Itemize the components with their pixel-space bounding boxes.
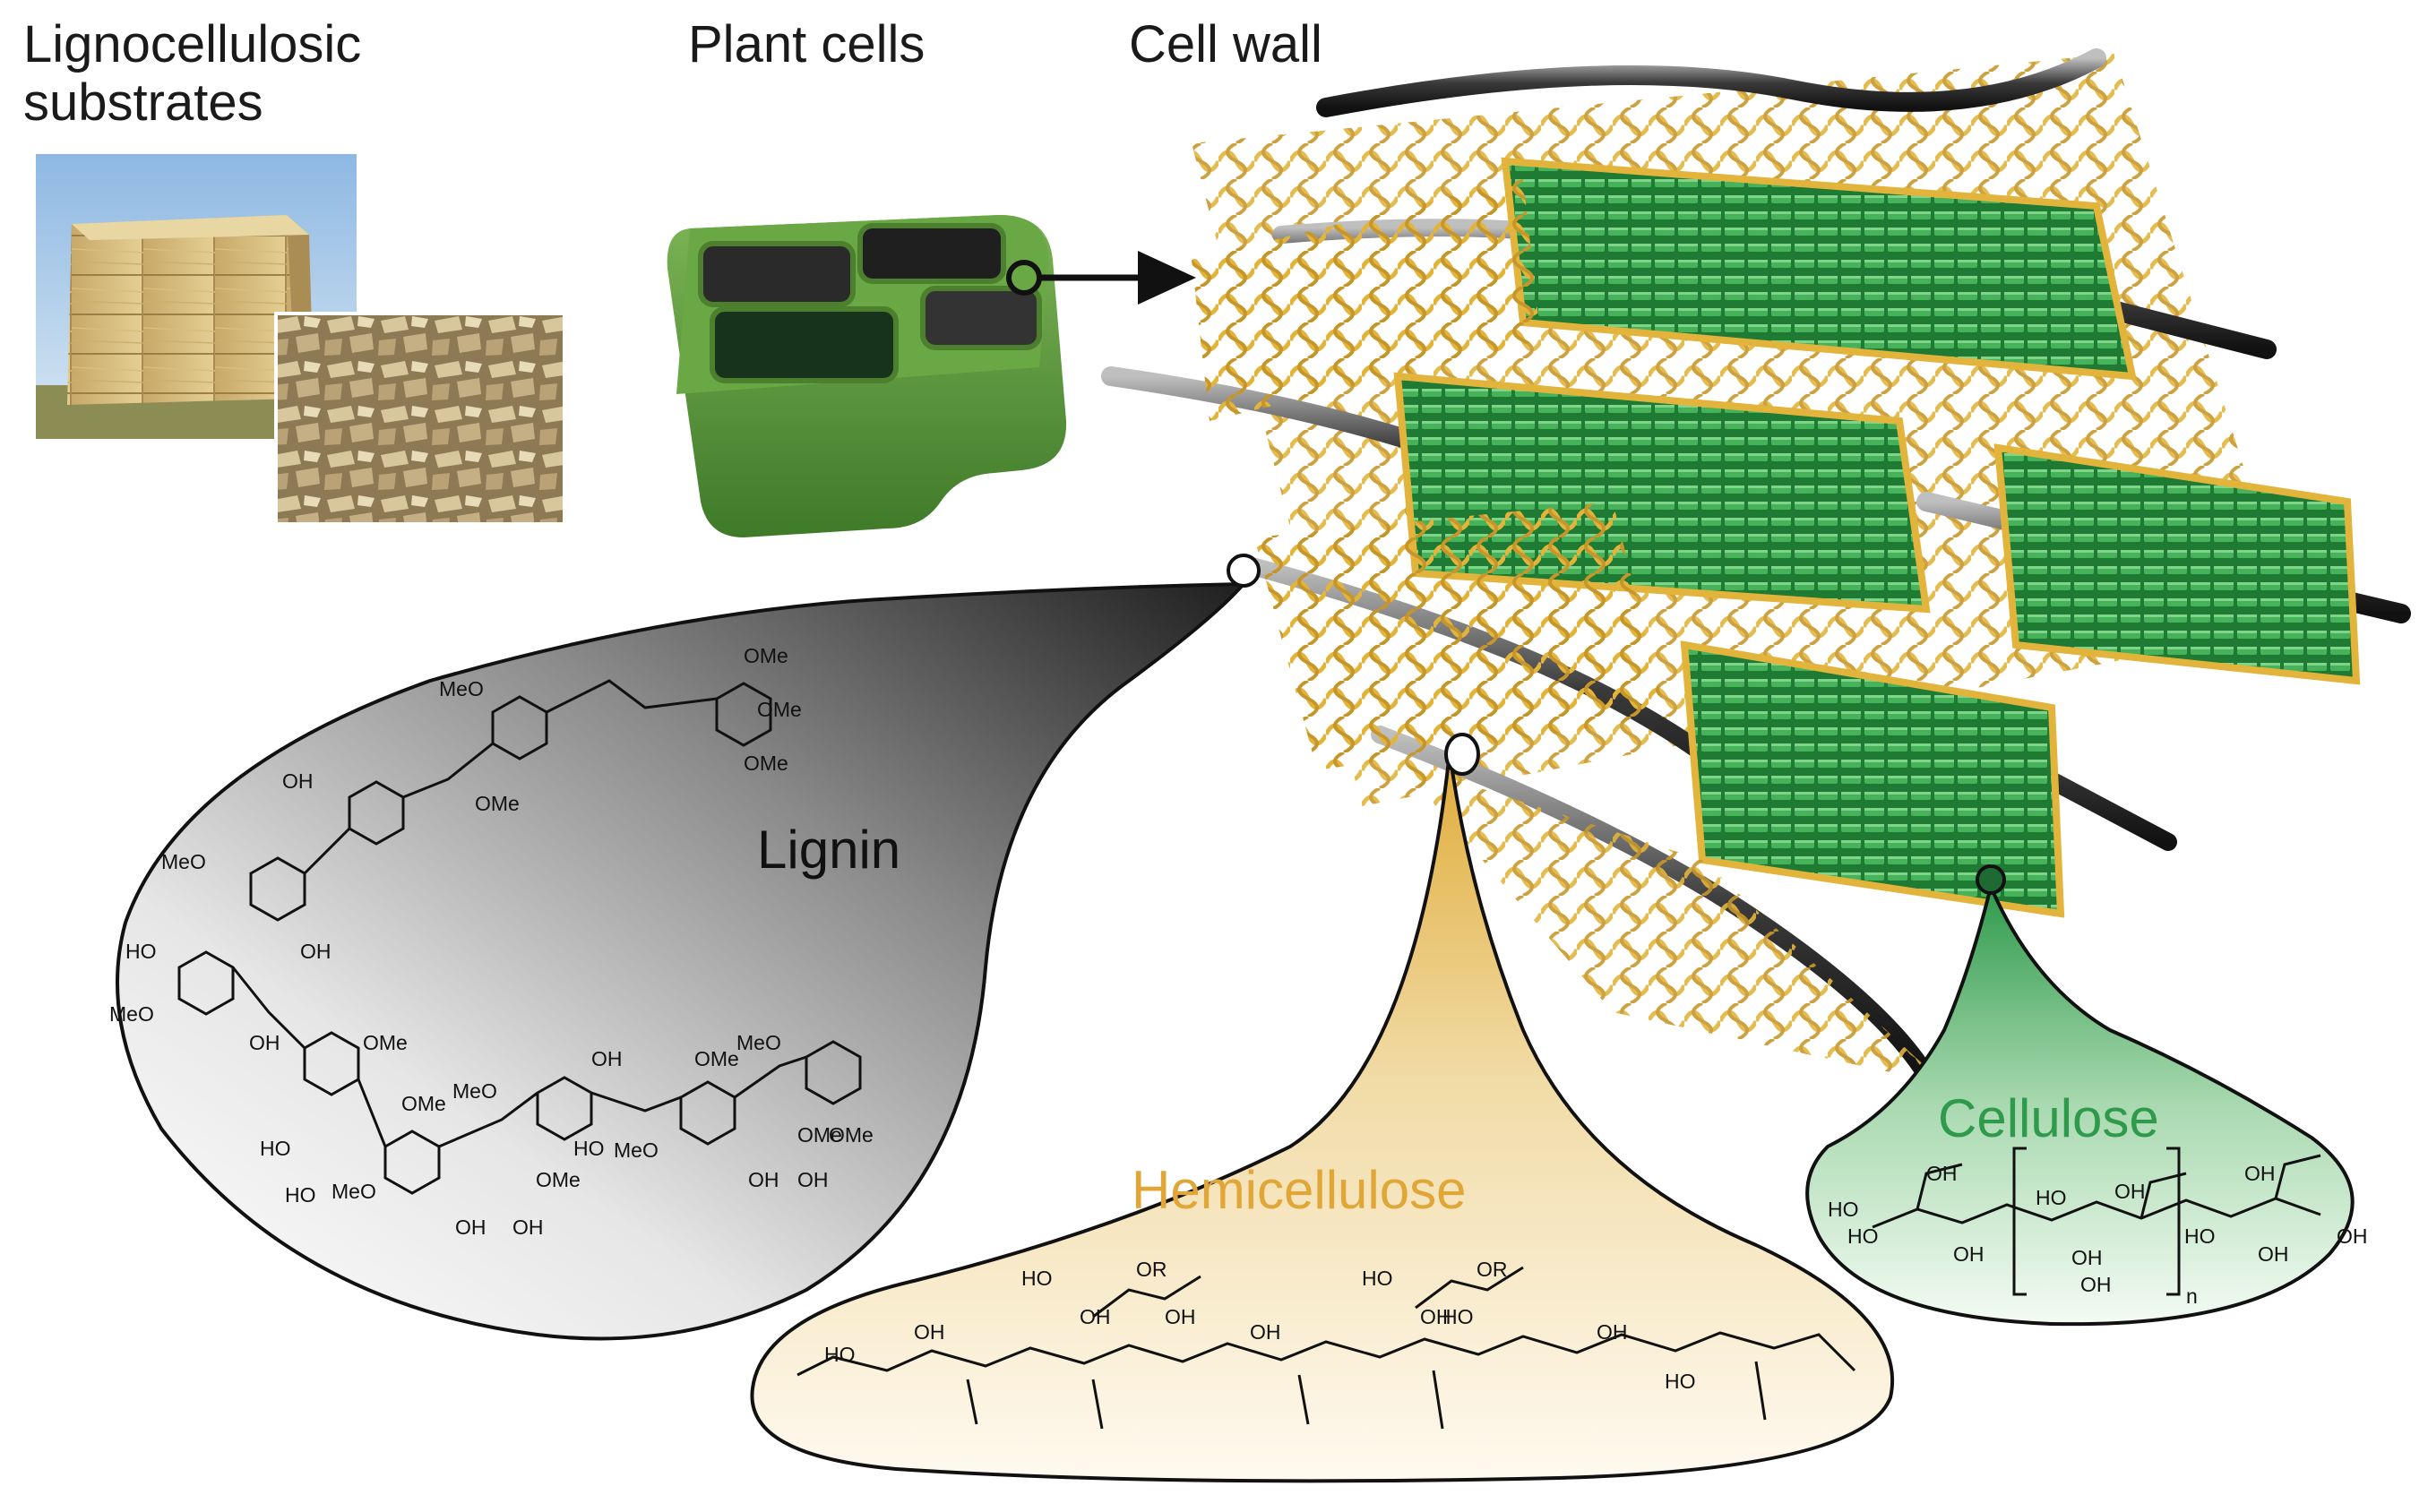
lignocellulosic-line-1: Lignocellulosic (23, 15, 362, 73)
plant-cell-block (667, 215, 1067, 537)
cell-label-11: OH (2337, 1224, 2368, 1248)
cell-label-4: HO (1828, 1198, 1859, 1221)
lignin-label-20: HO (285, 1183, 316, 1207)
lignocellulosic-line-2: substrates (23, 73, 263, 132)
lignin-structure (177, 679, 862, 1195)
hemi-label-12: OH (1165, 1305, 1196, 1328)
lignin-label-9: OH (300, 940, 331, 963)
lignin-label-14: OMe (401, 1092, 446, 1115)
hemi-label-8: OR (1477, 1258, 1508, 1281)
lignin-label-25: OH (455, 1216, 486, 1239)
cellulose-structure (1872, 1147, 2321, 1296)
hemi-label-2: OR (1136, 1258, 1167, 1281)
cell-label-12: OH (2080, 1273, 2112, 1296)
lignin-label-18: HO (260, 1137, 291, 1160)
lignin-label-23: HO (573, 1137, 605, 1160)
lignin-label-19: OMe (797, 1123, 842, 1147)
lignin-label-17: MeO (736, 1031, 781, 1054)
lignin-label-12: OMe (363, 1031, 408, 1054)
hemi-label-10: OH (1597, 1320, 1628, 1344)
lignin-label-15: OH (591, 1047, 623, 1070)
lignin-label-13: MeO (452, 1079, 497, 1103)
cell-label-2: OH (2114, 1180, 2146, 1203)
cell-label-9: HO (2184, 1224, 2216, 1248)
arrow-icon (1039, 251, 1196, 305)
hemicellulose-balloon (750, 733, 1895, 1483)
cell-label-6: OH (1953, 1242, 1985, 1266)
lignin-label-27: OH (748, 1168, 779, 1191)
lignin-label-10: MeO (109, 1002, 154, 1026)
lignin-label-1: OMe (744, 644, 788, 667)
wood-chips-photo (274, 312, 566, 526)
lignin-label-7: MeO (161, 850, 206, 873)
hemi-label-1: HO (1021, 1267, 1053, 1290)
hemi-label-13: HO (1442, 1305, 1474, 1328)
hemi-label-5: OH (914, 1320, 945, 1344)
lignin-label-21: MeO (331, 1180, 376, 1203)
lignin-label-11: OH (249, 1031, 280, 1054)
hemicellulose-chem-labels: HO OR OH HO OH OH HO OR OH OH HO OH HO (824, 1258, 1696, 1393)
hemi-label-7: HO (1362, 1267, 1393, 1290)
cell-label-10: OH (2258, 1242, 2289, 1266)
hemi-label-4: HO (824, 1343, 856, 1366)
cell-label-1: OH (1926, 1162, 1958, 1185)
lignin-label-4: OMe (475, 792, 520, 815)
lignin-label-29: OMe (829, 1123, 874, 1147)
cell-label-13: n (2186, 1284, 2198, 1308)
lignocellulosic-substrates-label: Lignocellulosic substrates (23, 15, 362, 133)
cell-wall-label: Cell wall (1129, 15, 1322, 73)
lignin-label-3: OMe (744, 752, 788, 775)
cellulose-label: Cellulose (1938, 1088, 2159, 1148)
hemi-label-9: OH (1420, 1305, 1451, 1328)
lignin-label-6: OH (282, 769, 314, 793)
hemicellulose-label: Hemicellulose (1132, 1160, 1467, 1220)
lignin-balloon (116, 554, 1261, 1341)
lignin-label-8: HO (125, 940, 157, 963)
hemicellulose-structure (796, 1266, 1856, 1430)
cellulose-chem-labels: OH OH OH HO HO OH OH HO HO OH OH OH n (1828, 1162, 2368, 1308)
plant-cells-label: Plant cells (688, 15, 926, 73)
cell-wall-model (1101, 48, 2411, 1084)
lignin-label-5: OMe (757, 698, 802, 721)
cell-label-5: HO (1847, 1224, 1879, 1248)
cell-label-7: OH (2071, 1246, 2103, 1269)
cellulose-balloon (1805, 864, 2355, 1327)
lignin-label-2: MeO (439, 677, 484, 700)
hemi-label-11: HO (1665, 1370, 1696, 1393)
lignin-label-24: MeO (614, 1138, 659, 1162)
hemi-label-6: OH (1250, 1320, 1281, 1344)
lignin-label-28: OH (797, 1168, 829, 1191)
lignin-label: Lignin (757, 820, 901, 880)
hemi-label-3: OH (1080, 1305, 1111, 1328)
lignin-label-16: OMe (694, 1047, 739, 1070)
lignin-label-22: OMe (536, 1168, 581, 1191)
lignin-label-26: OH (512, 1216, 544, 1239)
cell-label-3: OH (2244, 1162, 2276, 1185)
cell-label-8: HO (2036, 1186, 2067, 1209)
lignin-chem-labels: OMe MeO OMe OMe OMe OH MeO HO OH MeO OH … (109, 644, 874, 1239)
